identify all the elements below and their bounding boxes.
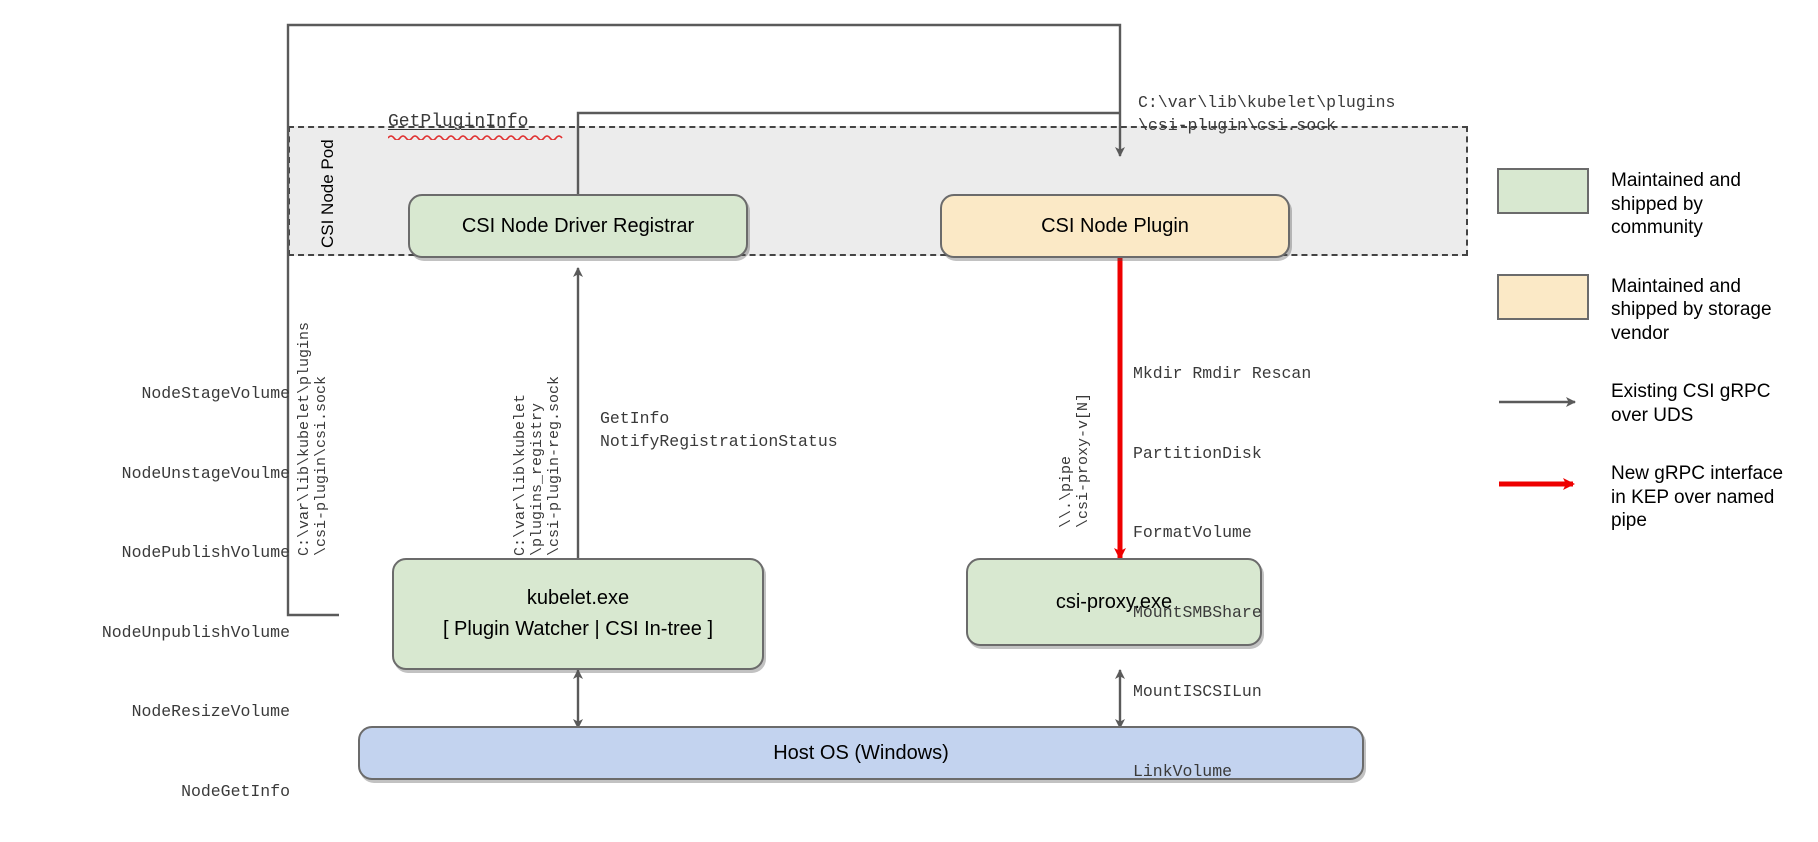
- legend-item-vendor: Maintained and shipped by storage vendor: [1497, 273, 1797, 346]
- legend-swatch-green-icon: [1497, 168, 1589, 214]
- spellcheck-squiggle-icon: [388, 135, 563, 140]
- legend-label: Existing CSI gRPC over UDS: [1611, 381, 1771, 426]
- label-kubelet-plugin-socket: C:\var\lib\kubelet\plugins \csi-plugin\c…: [296, 321, 330, 556]
- proxy-call-item: ListDiskLocations: [1133, 838, 1311, 842]
- node-csi-node-driver-registrar[interactable]: CSI Node Driver Registrar: [408, 194, 748, 258]
- proxy-call-item: MountISCSILun: [1133, 682, 1262, 701]
- node-csi-proxy-exe[interactable]: csi-proxy.exe: [966, 558, 1262, 646]
- legend-label: New gRPC interface in KEP over named pip…: [1611, 463, 1784, 531]
- proxy-call-item: MountSMBShare: [1133, 602, 1262, 622]
- csi-call-item: NodePublishVolume: [121, 543, 290, 562]
- label-kubelet-registry-socket: C:\var\lib\kubelet \plugins_registry \cs…: [512, 375, 563, 556]
- legend-item-new-grpc: New gRPC interface in KEP over named pip…: [1497, 461, 1797, 533]
- proxy-call-item: Mkdir Rmdir Rescan: [1133, 364, 1312, 383]
- csi-call-item: NodeStageVolume: [141, 384, 290, 403]
- proxy-call-item: PartitionDisk: [1133, 443, 1262, 463]
- kubelet-title: kubelet.exe: [526, 587, 630, 609]
- label-registration-calls: GetInfo NotifyRegistrationStatus: [600, 409, 838, 451]
- label-named-pipe: \\.\pipe \csi-proxy-v[N]: [1058, 392, 1092, 528]
- node-host-os[interactable]: Host OS (Windows): [358, 726, 1364, 780]
- node-kubelet-exe[interactable]: kubelet.exe [ Plugin Watcher | CSI In-tr…: [392, 558, 764, 670]
- csi-call-item: NodeUnstageVoulme: [121, 463, 290, 483]
- label-proxy-api-calls: Mkdir Rmdir Rescan PartitionDisk FormatV…: [1133, 308, 1311, 842]
- csi-call-item: NodeUnpublishVolume: [101, 622, 290, 642]
- label-plugin-socket-path: C:\var\lib\kubelet\plugins \csi-plugin\c…: [1138, 93, 1396, 135]
- legend-label: Maintained and shipped by community: [1611, 170, 1741, 238]
- node-label: CSI Node Plugin: [1041, 214, 1189, 237]
- proxy-call-item: LinkVolume: [1133, 761, 1233, 781]
- csi-call-item: NodeGetInfo: [181, 781, 290, 801]
- legend-item-community: Maintained and shipped by community: [1497, 168, 1797, 240]
- legend-label: Maintained and shipped by storage vendor: [1611, 275, 1772, 344]
- legend-arrow-red-icon: [1497, 461, 1589, 507]
- proxy-call-item: FormatVolume: [1133, 523, 1252, 542]
- label-csi-node-calls: NodeStageVolume NodeUnstageVoulme NodePu…: [0, 328, 290, 842]
- legend: Maintained and shipped by community Main…: [1497, 168, 1797, 567]
- kubelet-subtitle: [ Plugin Watcher | CSI In-tree ]: [442, 618, 714, 640]
- legend-swatch-yellow-icon: [1497, 273, 1589, 320]
- node-label: CSI Node Driver Registrar: [461, 214, 695, 237]
- label-get-plugin-info: GetPluginInfo: [388, 112, 529, 132]
- legend-arrow-gray-icon: [1497, 379, 1589, 425]
- csi-call-item: NodeResizeVolume: [131, 702, 290, 721]
- node-label: Host OS (Windows): [773, 741, 949, 764]
- node-csi-node-plugin[interactable]: CSI Node Plugin: [940, 194, 1290, 258]
- node-label: csi-proxy.exe: [1055, 590, 1173, 613]
- legend-item-existing-grpc: Existing CSI gRPC over UDS: [1497, 379, 1797, 427]
